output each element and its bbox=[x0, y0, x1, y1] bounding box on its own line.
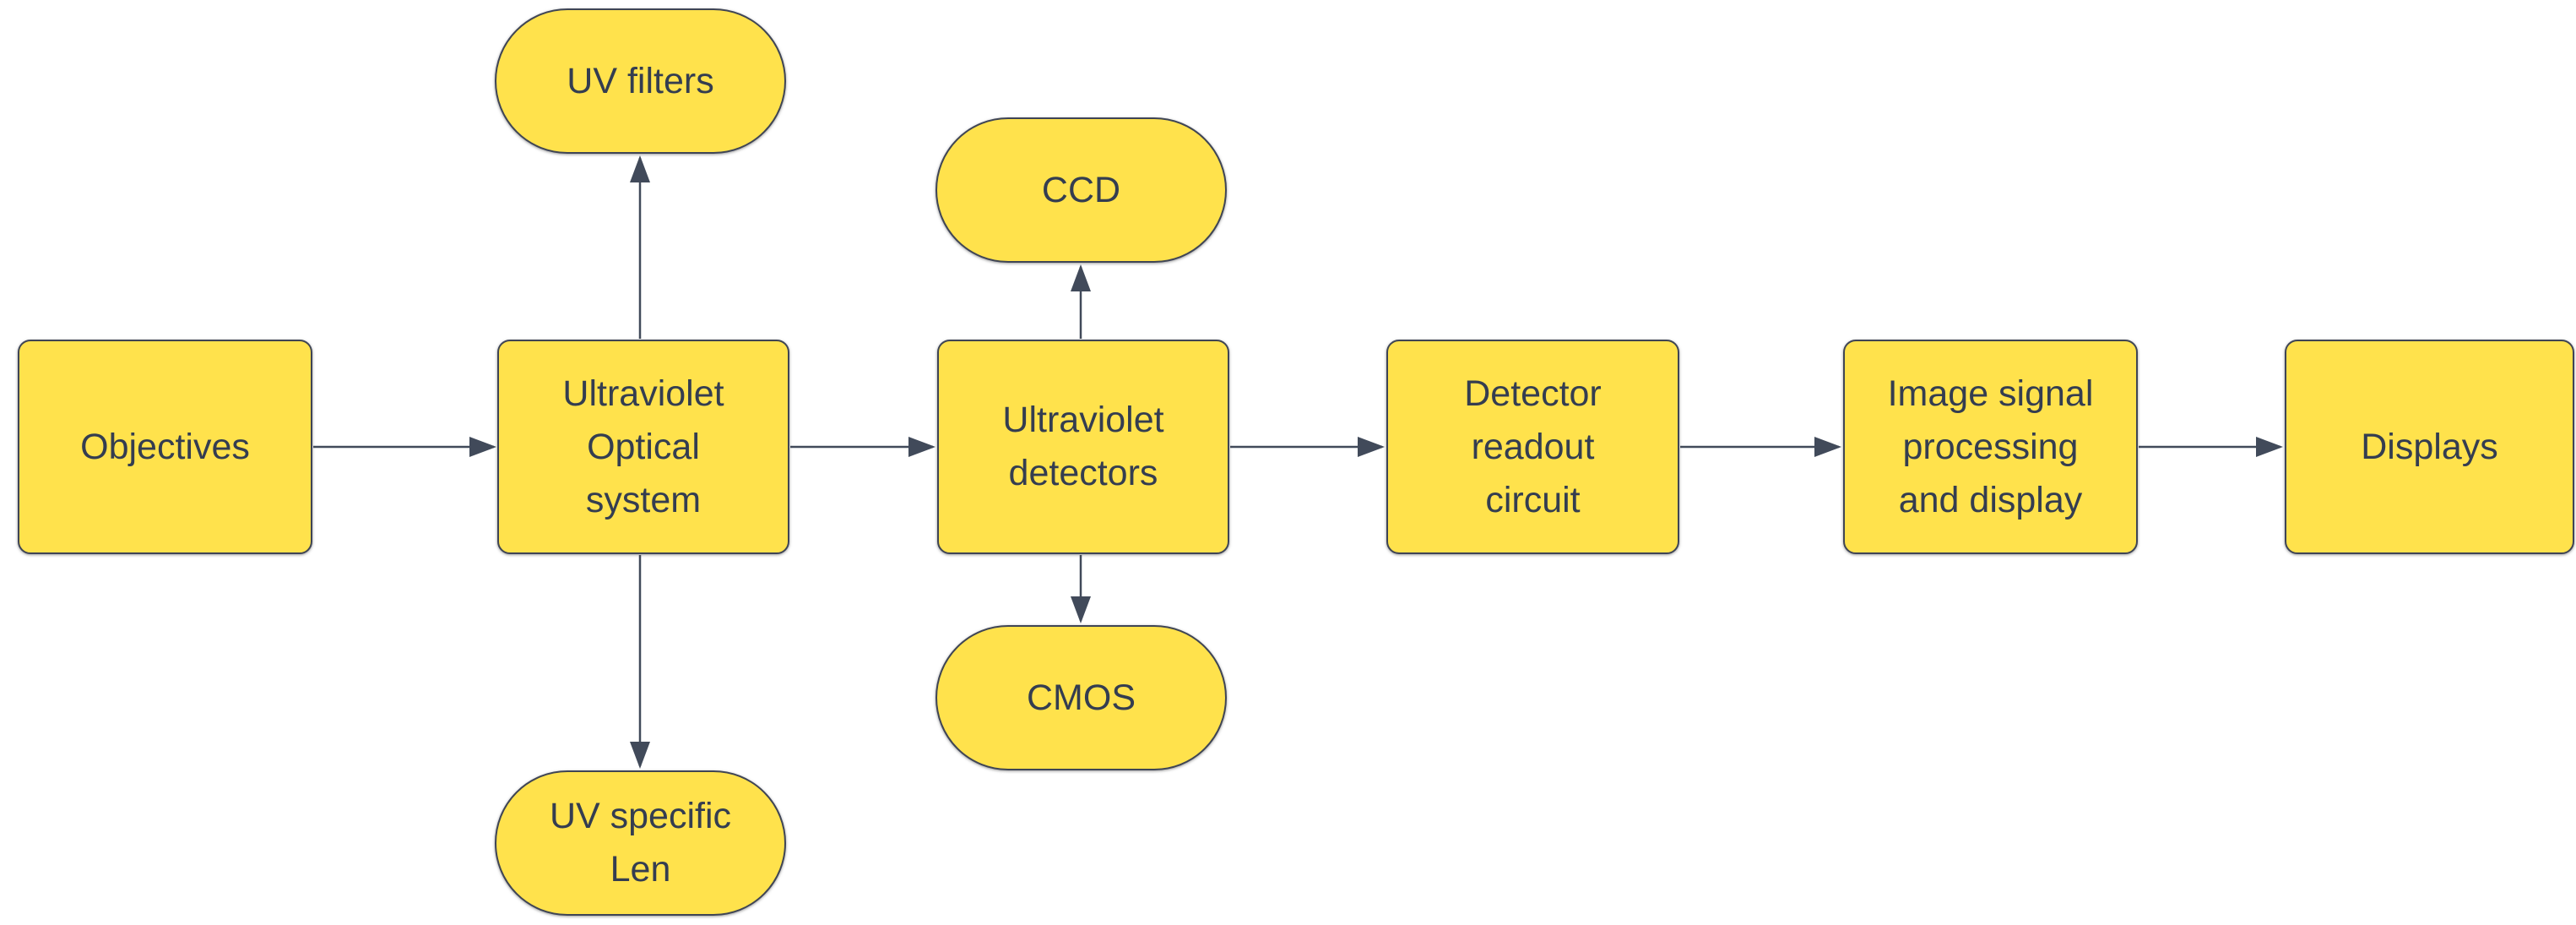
node-cmos: CMOS bbox=[935, 625, 1227, 770]
node-displays: Displays bbox=[2285, 340, 2574, 554]
node-detector-readout-circuit-label: Detector readout circuit bbox=[1464, 373, 1602, 520]
node-cmos-label: CMOS bbox=[1027, 677, 1136, 718]
node-ccd: CCD bbox=[935, 117, 1227, 263]
node-objectives: Objectives bbox=[18, 340, 312, 554]
node-displays-label: Displays bbox=[2361, 426, 2498, 467]
node-uv-specific-len: UV specific Len bbox=[495, 770, 786, 916]
node-image-signal-processing-label: Image signal processing and display bbox=[1887, 373, 2094, 520]
node-uv-filters: UV filters bbox=[495, 8, 786, 154]
node-uv-specific-len-label: UV specific Len bbox=[549, 796, 732, 890]
node-uv-detectors-label: Ultraviolet detectors bbox=[1002, 400, 1164, 493]
node-uv-detectors: Ultraviolet detectors bbox=[937, 340, 1229, 554]
node-objectives-label: Objectives bbox=[80, 426, 250, 467]
node-image-signal-processing: Image signal processing and display bbox=[1843, 340, 2138, 554]
node-uv-optical-system-label: Ultraviolet Optical system bbox=[562, 373, 724, 520]
node-ccd-label: CCD bbox=[1041, 169, 1121, 210]
node-uv-filters-label: UV filters bbox=[567, 60, 714, 101]
node-detector-readout-circuit: Detector readout circuit bbox=[1386, 340, 1679, 554]
node-uv-optical-system: Ultraviolet Optical system bbox=[497, 340, 789, 554]
